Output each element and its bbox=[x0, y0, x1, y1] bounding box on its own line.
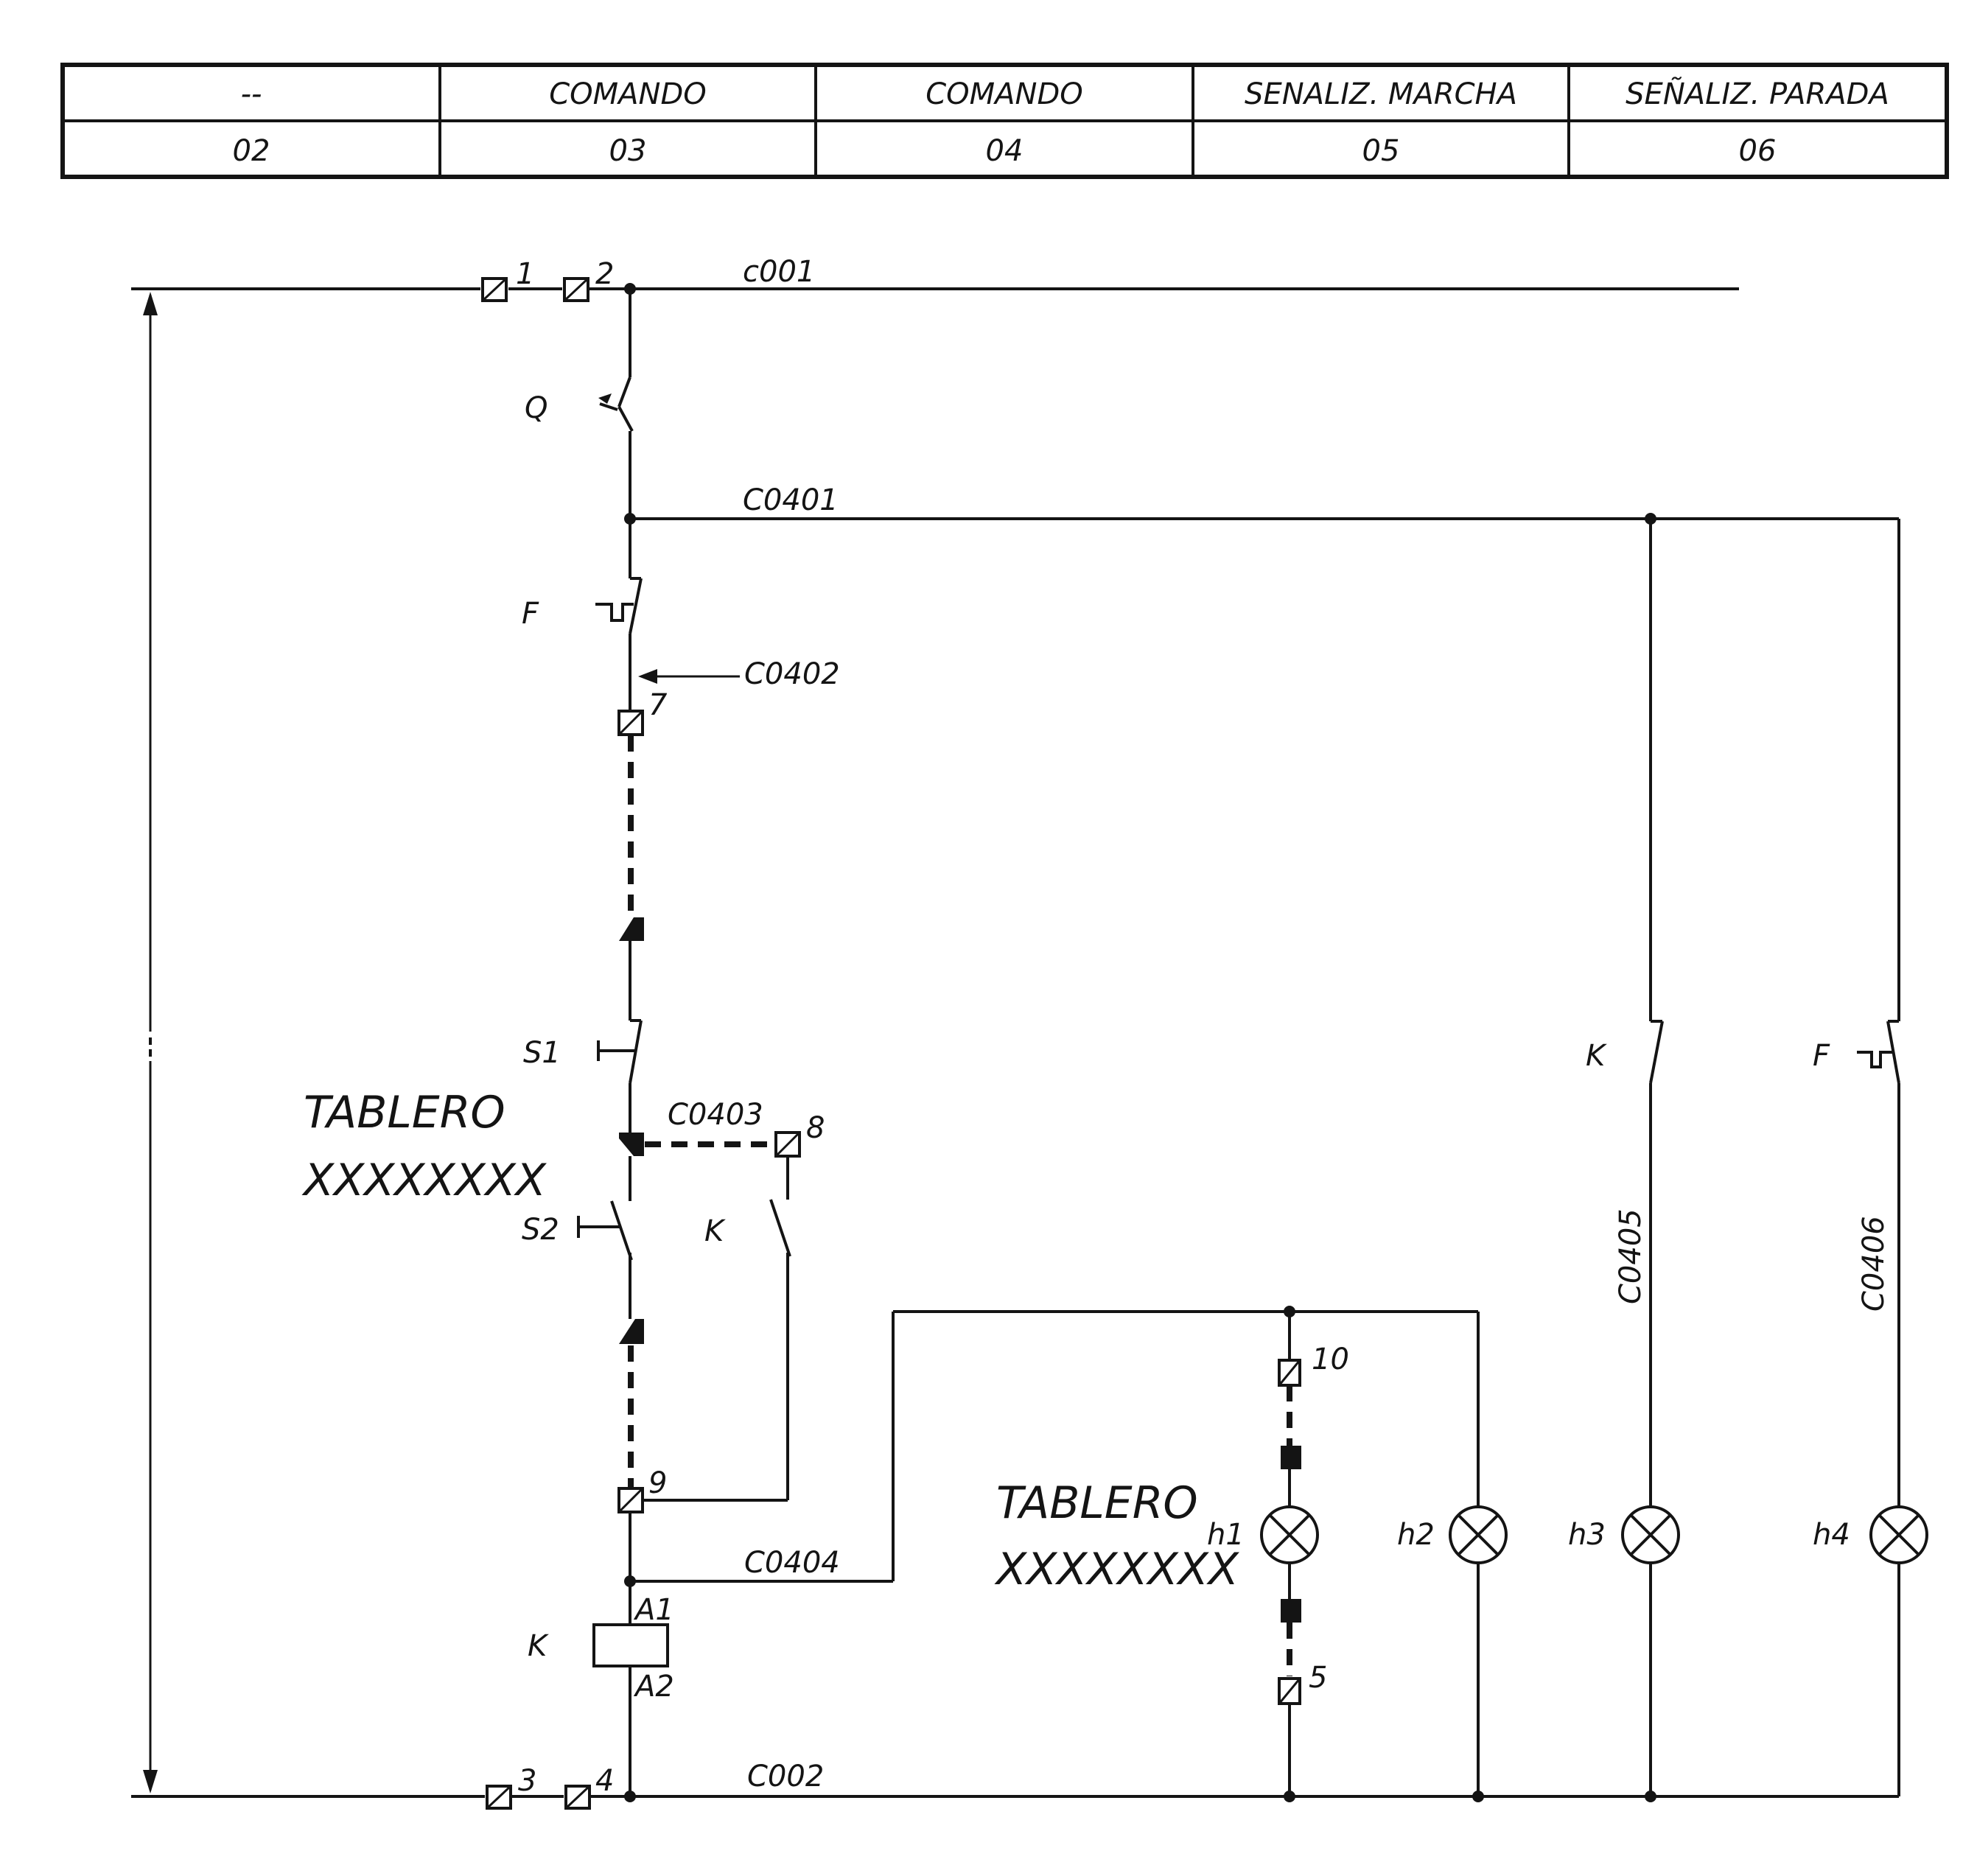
wire-label-c0404: C0404 bbox=[744, 1546, 840, 1580]
svg-text:2: 2 bbox=[595, 257, 614, 291]
col-06-title: SEÑALIZ. PARADA bbox=[1626, 76, 1889, 111]
svg-text:9: 9 bbox=[648, 1466, 667, 1500]
lamp-h4-branch: F h4 bbox=[1813, 519, 1928, 1796]
wire-label-c0402: C0402 bbox=[744, 657, 840, 691]
svg-text:10: 10 bbox=[1312, 1343, 1349, 1376]
svg-text:h2: h2 bbox=[1397, 1518, 1435, 1552]
svg-text:F: F bbox=[1813, 1039, 1830, 1073]
svg-text:3: 3 bbox=[518, 1764, 536, 1798]
col-03-title: COMANDO bbox=[549, 77, 707, 111]
svg-text:TABLERO: TABLERO bbox=[304, 1087, 505, 1138]
svg-text:XXXXXXXX: XXXXXXXX bbox=[994, 1544, 1240, 1595]
svg-text:h4: h4 bbox=[1813, 1518, 1850, 1552]
terminal-4: 4 bbox=[564, 1764, 614, 1810]
lamp-h1-branch: 10 h1 5 bbox=[1207, 1312, 1349, 1796]
lamp-h4: h4 bbox=[1813, 1505, 1928, 1564]
connector-block-2 bbox=[619, 1133, 644, 1156]
terminal-1: 1 bbox=[481, 257, 534, 302]
contactor-coil-K: K A1 A2 bbox=[528, 1593, 674, 1704]
col-03-number: 03 bbox=[609, 134, 647, 168]
connector-block-3 bbox=[619, 1319, 644, 1344]
svg-text:F: F bbox=[522, 597, 539, 631]
svg-text:8: 8 bbox=[806, 1111, 825, 1145]
svg-text:TABLERO: TABLERO bbox=[996, 1477, 1198, 1529]
col-06-number: 06 bbox=[1739, 134, 1777, 168]
breaker-Q: Q bbox=[525, 377, 634, 519]
svg-text:K: K bbox=[704, 1214, 726, 1248]
wire-label-c0403: C0403 bbox=[668, 1098, 763, 1132]
col-04-title: COMANDO bbox=[925, 77, 1083, 111]
lamp-h3: h3 bbox=[1568, 1505, 1680, 1564]
terminal-8: 8 bbox=[774, 1111, 825, 1158]
svg-text:K: K bbox=[1586, 1039, 1607, 1073]
terminal-2: 2 bbox=[563, 257, 614, 302]
wire-label-c002: C002 bbox=[747, 1760, 824, 1793]
wire-label-c0401: C0401 bbox=[743, 483, 839, 517]
wire-label-c001: c001 bbox=[743, 255, 815, 289]
panel-label-1: TABLERO XXXXXXXX bbox=[301, 1087, 547, 1206]
header-table: -- COMANDO COMANDO SENALIZ. MARCHA SEÑAL… bbox=[60, 63, 1949, 179]
wire-label-c0405: C0405 bbox=[1614, 1208, 1648, 1304]
col-04-number: 04 bbox=[986, 134, 1024, 168]
svg-text:A2: A2 bbox=[633, 1670, 674, 1704]
col-02-number: 02 bbox=[233, 134, 270, 168]
supply-lines bbox=[131, 287, 1899, 1798]
svg-text:S2: S2 bbox=[522, 1213, 559, 1247]
col-02-title: -- bbox=[241, 77, 262, 111]
svg-text:7: 7 bbox=[648, 688, 668, 722]
svg-text:Q: Q bbox=[525, 391, 547, 425]
lamp-h2-branch: h2 bbox=[1397, 1312, 1508, 1796]
stop-button-S1: S1 bbox=[523, 1019, 643, 1133]
svg-text:h3: h3 bbox=[1568, 1518, 1606, 1552]
connector-block-1 bbox=[619, 917, 644, 941]
terminal-7: 7 bbox=[617, 688, 668, 736]
svg-text:XXXXXXXX: XXXXXXXX bbox=[301, 1155, 547, 1206]
terminal-3: 3 bbox=[486, 1764, 536, 1810]
svg-text:5: 5 bbox=[1309, 1661, 1327, 1695]
svg-text:K: K bbox=[528, 1629, 549, 1663]
junction-dots bbox=[624, 283, 1656, 1802]
panel-label-2: TABLERO XXXXXXXX bbox=[994, 1477, 1240, 1595]
thermal-contact-F: F bbox=[522, 519, 643, 718]
terminal-9: 9 bbox=[617, 1466, 667, 1513]
svg-text:S1: S1 bbox=[523, 1036, 561, 1070]
lamp-h1: h1 bbox=[1207, 1505, 1319, 1564]
wire-label-c0406: C0406 bbox=[1857, 1216, 1891, 1312]
self-hold-contact-K: K bbox=[643, 1156, 791, 1502]
lamp-h2: h2 bbox=[1397, 1505, 1508, 1564]
svg-text:1: 1 bbox=[516, 257, 534, 291]
start-button-S2: S2 bbox=[522, 1200, 633, 1319]
svg-text:4: 4 bbox=[595, 1764, 614, 1798]
col-05-title: SENALIZ. MARCHA bbox=[1245, 77, 1517, 111]
command-column: Q F 7 bbox=[522, 289, 1478, 1796]
svg-text:h1: h1 bbox=[1207, 1518, 1245, 1552]
svg-text:A1: A1 bbox=[633, 1593, 674, 1627]
col-05-number: 05 bbox=[1362, 134, 1400, 168]
lamp-h3-branch: K h3 bbox=[1568, 519, 1680, 1796]
